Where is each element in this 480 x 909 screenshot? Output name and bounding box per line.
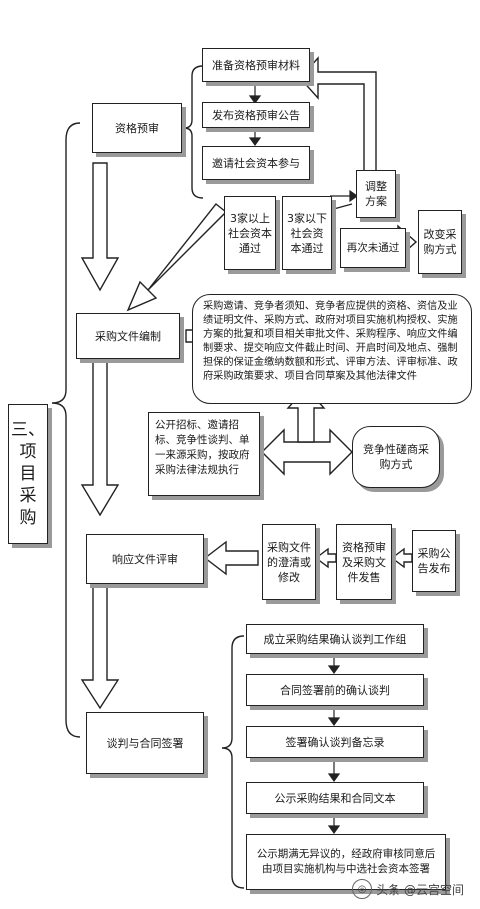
neg-step-3: 签署确认谈判备忘录 <box>246 726 424 758</box>
pass-3plus-box: 3家以上社会资本通过 <box>224 196 276 270</box>
prequal-step-1: 准备资格预审材料 <box>202 48 310 82</box>
left-arrow-eval <box>203 540 259 576</box>
watermark-text: 头条 @云宫空间 <box>376 882 464 897</box>
methods-left-box: 公开招标、邀请招标、竞争性谈判、单一来源采购，按政府采购法律法规执行 <box>148 412 260 496</box>
doc-contents-box: 采购邀请、竞争者须知、竞争者应提供的资格、资信及业绩证明文件、采购方式、政府对项… <box>192 294 472 404</box>
change-method-box: 改变采购方式 <box>418 210 462 274</box>
neg-step-4: 公示采购结果和合同文本 <box>246 782 424 814</box>
neg-step-2: 合同签署前的确认谈判 <box>246 674 424 706</box>
negotiation-brace <box>221 635 245 889</box>
down-arrow-2 <box>80 359 120 517</box>
stage-compile: 采购文件编制 <box>76 313 180 359</box>
neg-step-5: 公示期满无异议的，经政府审核同意后由项目实施机构与中选社会资本签署 <box>246 834 446 890</box>
fail-again-box: 再次未通过 <box>340 228 406 268</box>
diag-arrow <box>126 203 228 312</box>
neg-step-1: 成立采购结果确认谈判工作组 <box>246 624 424 654</box>
announce-box: 采购公告发布 <box>412 530 456 592</box>
clarify-box: 采购文件的澄清或修改 <box>262 524 316 600</box>
stage-negotiate: 谈判与合同签署 <box>86 712 204 774</box>
left-arrow-small-2 <box>390 547 413 569</box>
down-arrow-1 <box>80 162 120 292</box>
return-arrow <box>299 56 377 187</box>
issue-box: 资格预审及采购文件发售 <box>336 524 392 600</box>
stage-evaluate: 响应文件评审 <box>86 534 204 584</box>
pass-under3-box: 3家以下社会资本通过 <box>282 196 332 270</box>
left-arrow-small-1 <box>314 547 337 569</box>
prequal-step-2: 发布资格预审公告 <box>202 102 310 128</box>
stage-prequal: 资格预审 <box>92 103 182 153</box>
main-brace <box>51 122 81 738</box>
section-title: 项目采购 <box>19 442 37 528</box>
adjust-box: 调整方案 <box>356 170 396 218</box>
methods-right-box: 竞争性磋商采购方式 <box>352 426 440 488</box>
down-arrow-3 <box>80 584 120 710</box>
section-number: 三、 <box>11 420 45 440</box>
prequal-step-3: 邀请社会资本参与 <box>202 146 310 180</box>
watermark: ◎ 头条 @云宫空间 <box>352 879 464 899</box>
watermark-logo-icon: ◎ <box>352 879 373 899</box>
prequal-brace <box>183 65 204 199</box>
section-title-box: 三、 项目采购 <box>8 404 48 544</box>
